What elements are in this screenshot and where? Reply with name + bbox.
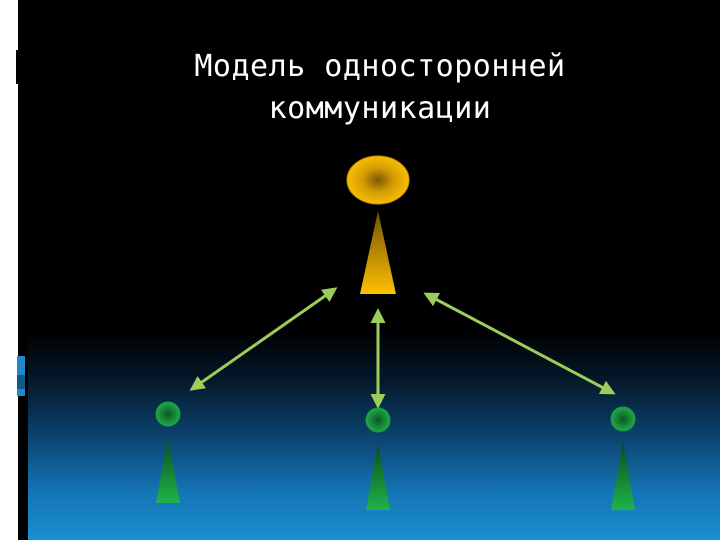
follower-center-body [366, 443, 390, 510]
slide-title: Модель односторонней коммуникации [130, 46, 630, 130]
arrow-leader-to-follower-left [189, 287, 338, 391]
leader-figure [346, 155, 410, 294]
leader-body [360, 211, 396, 294]
strip-accent-black [16, 50, 28, 84]
follower-right-head [610, 406, 636, 432]
follower-left-body [156, 437, 180, 503]
follower-right-figure [610, 406, 636, 510]
leader-head [346, 155, 410, 205]
strip-dark-band [18, 0, 28, 540]
title-line-1: Модель односторонней [194, 49, 566, 84]
strip-accent-blue-dark [17, 375, 25, 389]
follower-left-figure [155, 401, 181, 503]
follower-center-figure [365, 407, 391, 510]
follower-right-body [611, 442, 635, 510]
follower-left-head [155, 401, 181, 427]
left-decorative-strip [0, 0, 28, 540]
arrow-leader-to-follower-right [423, 292, 616, 395]
follower-center-head [365, 407, 391, 433]
title-line-2: коммуникации [268, 91, 492, 126]
